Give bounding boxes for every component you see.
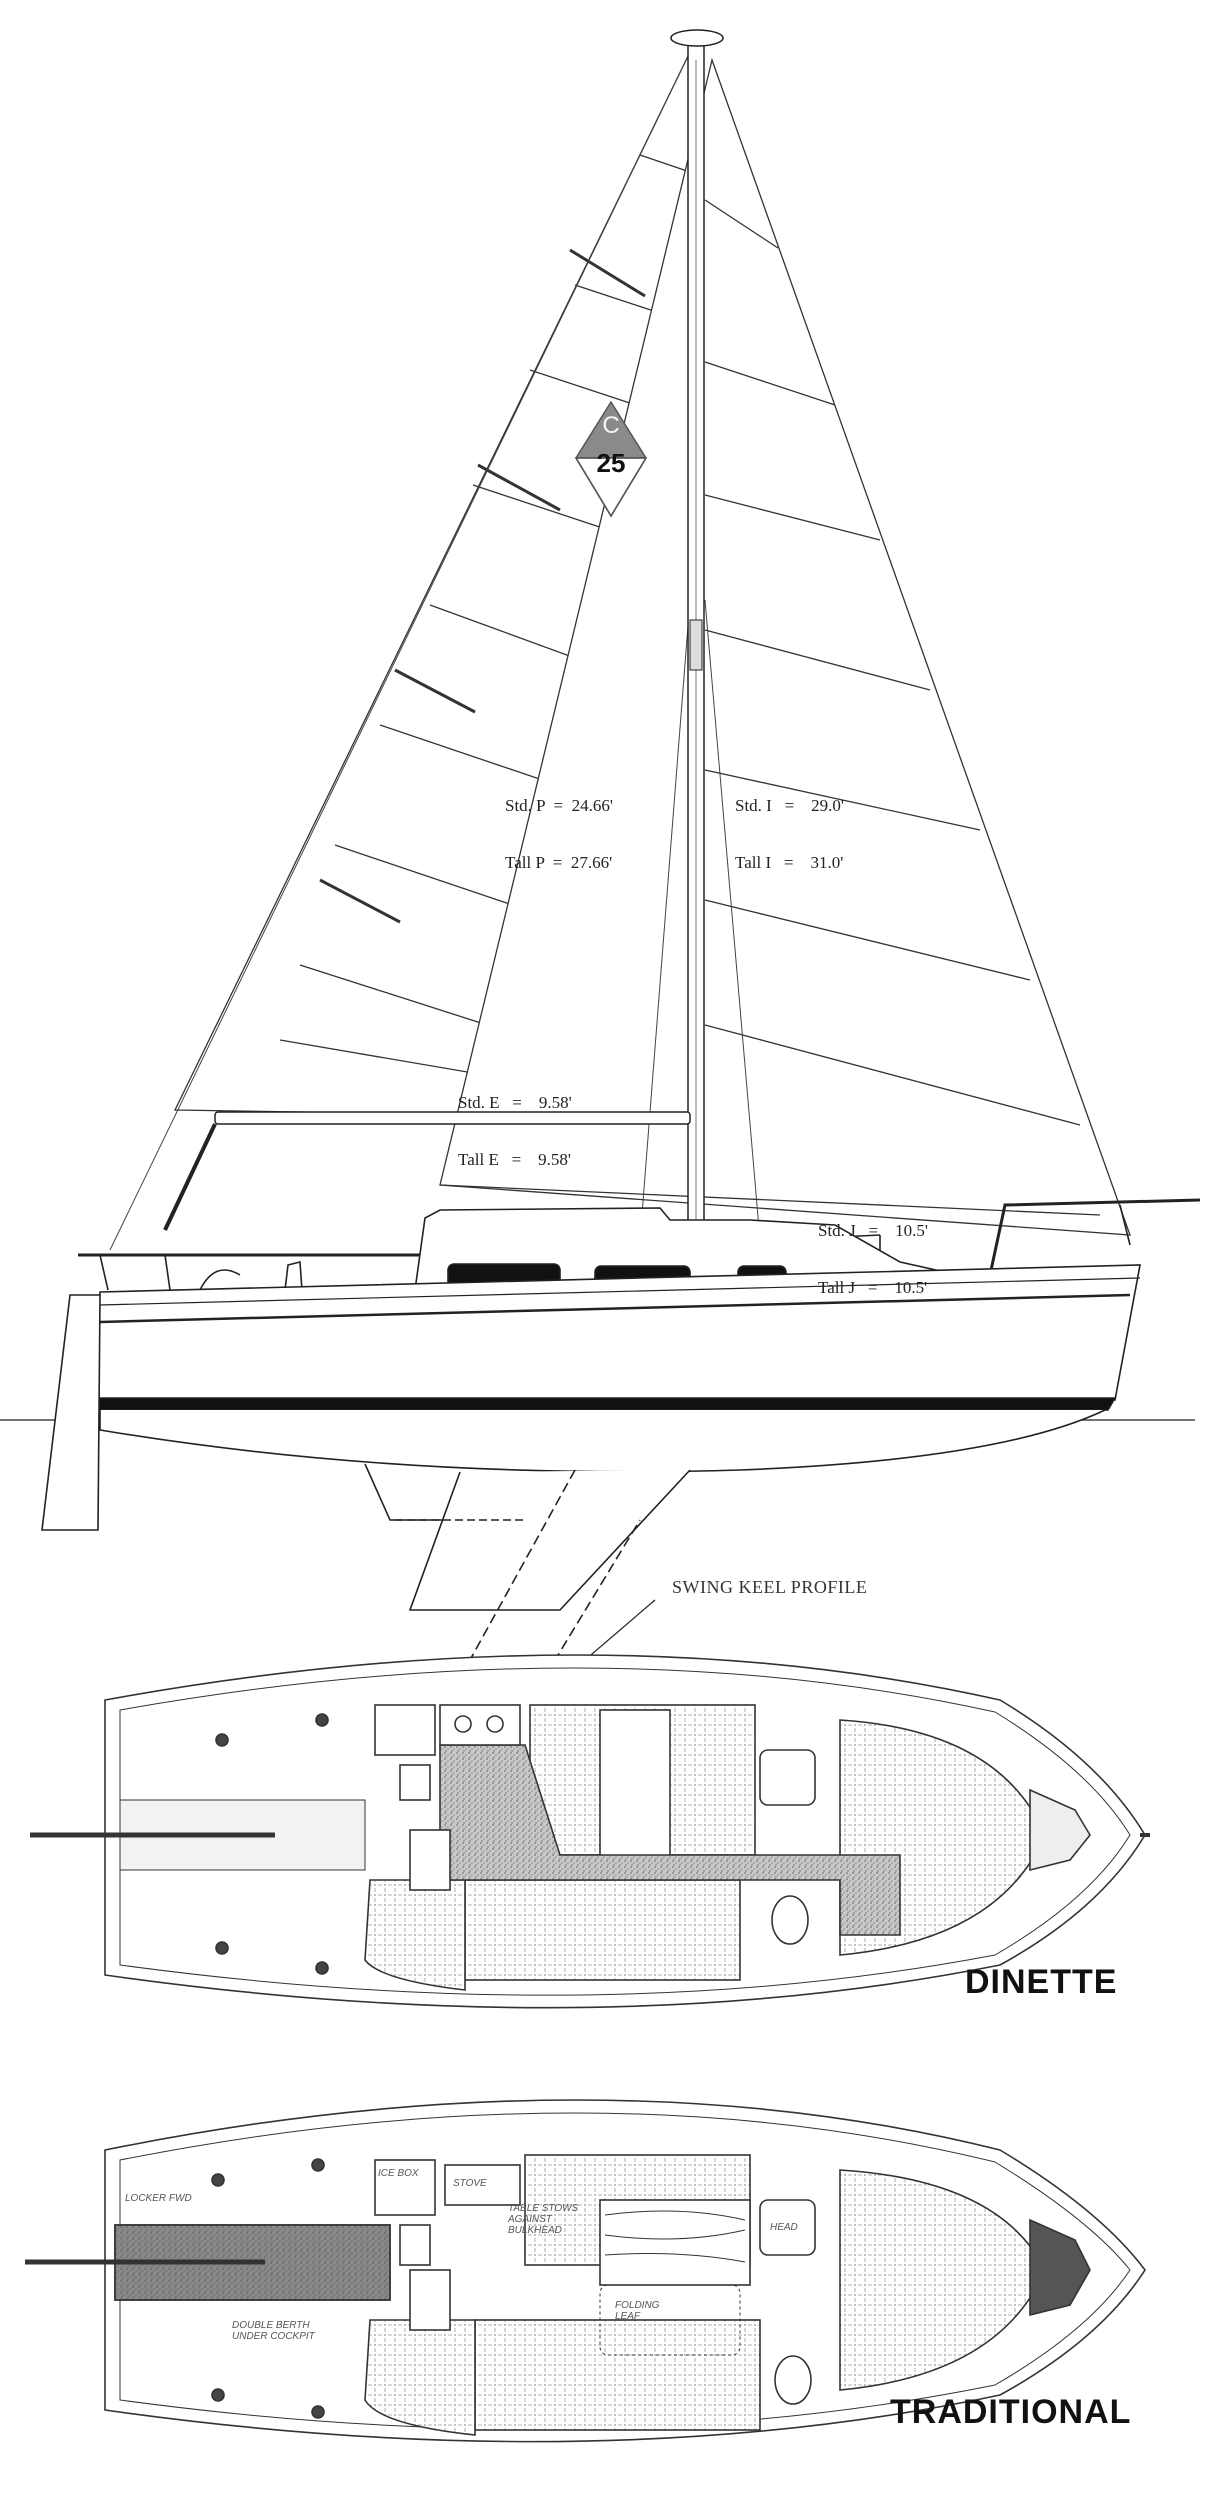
dim-e: Std. E = 9.58' Tall E = 9.58' <box>458 1055 572 1188</box>
dim-e-tall: Tall E = 9.58' <box>458 1150 571 1169</box>
dim-p: Std. P = 24.66' Tall P = 27.66' <box>505 758 613 891</box>
dim-p-tall: Tall P = 27.66' <box>505 853 613 872</box>
dim-p-std: Std. P = 24.66' <box>505 796 613 815</box>
traditional-label: TRADITIONAL <box>890 2393 1132 2431</box>
boom <box>163 1111 691 1231</box>
insignia-letter: C <box>602 412 620 439</box>
mast <box>670 29 724 1251</box>
dim-i-tall: Tall I = 31.0' <box>735 853 844 872</box>
dim-j: Std. J = 10.5' Tall J = 10.5' <box>818 1183 928 1316</box>
hull-profile <box>0 1198 1201 1661</box>
jib <box>439 57 1131 1236</box>
note-locker: LOCKER FWD <box>125 2193 192 2204</box>
note-table: TABLE STOWS AGAINST BULKHEAD <box>508 2203 579 2236</box>
insignia-number: 25 <box>596 448 626 478</box>
swing-keel-label: SWING KEEL PROFILE <box>672 1577 868 1597</box>
traditional-plan <box>25 2099 1146 2443</box>
diamond-logo-icon <box>574 400 648 518</box>
dinette-label: DINETTE <box>965 1963 1118 2001</box>
dim-i-std: Std. I = 29.0' <box>735 796 844 815</box>
sail-insignia: C 25 <box>574 400 648 520</box>
note-berth: DOUBLE BERTH UNDER COCKPIT <box>232 2320 315 2342</box>
note-head: HEAD <box>770 2222 798 2233</box>
dinette-plan <box>30 1654 1150 2009</box>
dim-j-std: Std. J = 10.5' <box>818 1221 928 1240</box>
dim-j-tall: Tall J = 10.5' <box>818 1278 928 1297</box>
note-icebox: ICE BOX <box>378 2168 419 2179</box>
note-leaf: FOLDING LEAF <box>615 2300 660 2322</box>
dim-e-std: Std. E = 9.58' <box>458 1093 572 1112</box>
dim-i: Std. I = 29.0' Tall I = 31.0' <box>735 758 844 891</box>
note-stove: STOVE <box>453 2178 487 2189</box>
